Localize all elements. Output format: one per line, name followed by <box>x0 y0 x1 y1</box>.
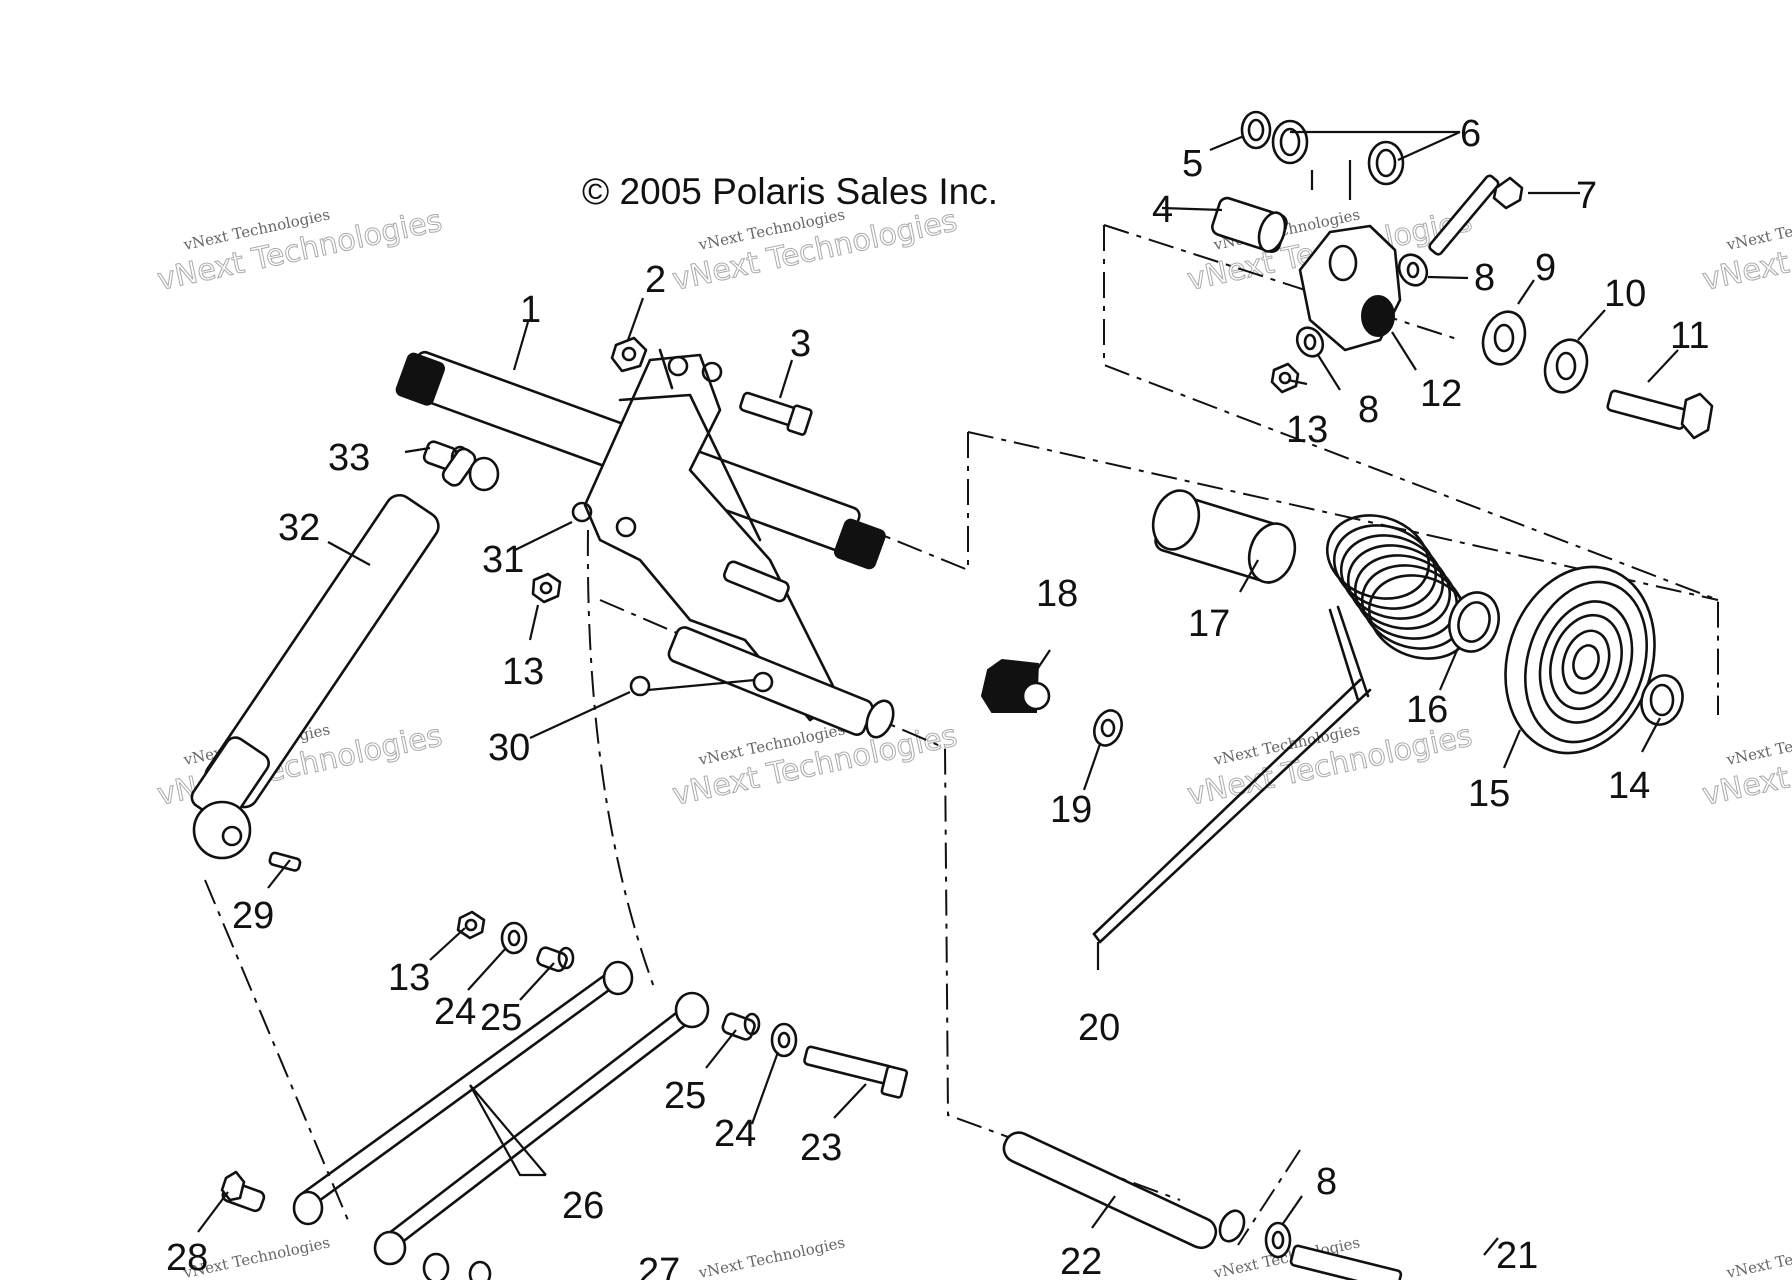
callout-5: 5 <box>1182 143 1203 185</box>
callout-28: 28 <box>166 1237 208 1279</box>
callout-25: 25 <box>480 997 522 1039</box>
part-7-bolt <box>1428 174 1524 256</box>
part-29-pin <box>268 851 302 872</box>
callout-14: 14 <box>1608 765 1650 807</box>
part-13-nut <box>1270 362 1300 394</box>
callout-23: 23 <box>800 1127 842 1169</box>
callout-29: 29 <box>232 895 274 937</box>
part-17-sleeve <box>1151 489 1297 584</box>
part-16-washer <box>1448 591 1500 653</box>
watermark-small: vNext Technologies <box>696 1233 846 1280</box>
watermark-small: vNext Technologies <box>1724 1233 1792 1280</box>
part-21-bolt <box>1289 1244 1403 1280</box>
callout-27: 27 <box>638 1251 680 1280</box>
part-14-bushing <box>1640 674 1684 726</box>
callout-4: 4 <box>1152 189 1173 231</box>
callout-26: 26 <box>562 1185 604 1227</box>
callout-16: 16 <box>1406 689 1448 731</box>
part-9-washer <box>1481 310 1527 366</box>
part-19-washer <box>1093 709 1123 747</box>
callout-13: 13 <box>1286 409 1328 451</box>
callout-30: 30 <box>488 727 530 769</box>
callout-31: 31 <box>482 539 524 581</box>
callout-32: 32 <box>278 507 320 549</box>
part-24-washer <box>500 921 798 1058</box>
part-2-nut <box>610 336 648 373</box>
part-30-fitting <box>629 675 756 697</box>
callout-20: 20 <box>1078 1007 1120 1049</box>
callout-7: 7 <box>1576 175 1597 217</box>
leader-lines <box>197 130 1679 1256</box>
callout-17: 17 <box>1188 603 1230 645</box>
callout-19: 19 <box>1050 789 1092 831</box>
callout-13: 13 <box>502 651 544 693</box>
part-27-bushings <box>422 1252 492 1280</box>
part-4-bushing <box>1211 196 1288 253</box>
callout-12: 12 <box>1420 373 1462 415</box>
callout-8: 8 <box>1316 1161 1337 1203</box>
part-31-bracket <box>571 348 895 739</box>
copyright-notice: © 2005 Polaris Sales Inc. <box>582 171 998 212</box>
part-6-bushings <box>1271 119 1405 200</box>
part-3-bolt <box>739 391 813 436</box>
callout-8: 8 <box>1474 257 1495 299</box>
callout-labels: 1 2 3 4 5 6 7 8 8 8 9 10 11 12 13 13 13 … <box>166 113 1709 1280</box>
part-11-bolt <box>1606 389 1714 440</box>
callout-13: 13 <box>388 957 430 999</box>
callout-10: 10 <box>1604 273 1646 315</box>
part-13-nut <box>531 572 562 604</box>
callout-22: 22 <box>1060 1241 1102 1280</box>
callout-21: 21 <box>1496 1235 1538 1277</box>
part-13-nut <box>456 910 486 940</box>
callout-33: 33 <box>328 437 370 479</box>
part-23-bolt <box>803 1045 909 1099</box>
watermark-big: vNext Technologies <box>1699 203 1792 298</box>
callout-8: 8 <box>1358 389 1379 431</box>
callout-3: 3 <box>790 323 811 365</box>
part-26-links <box>292 960 710 1266</box>
callout-1: 1 <box>520 289 541 331</box>
callout-6: 6 <box>1460 113 1481 155</box>
callout-15: 15 <box>1468 773 1510 815</box>
callout-11: 11 <box>1670 315 1709 357</box>
part-12-arm <box>1298 224 1402 352</box>
callout-18: 18 <box>1036 573 1078 615</box>
part-22-sleeve <box>1002 1131 1246 1250</box>
part-10-washer <box>1543 338 1589 394</box>
callout-24: 24 <box>714 1113 756 1155</box>
part-25-bushing <box>536 946 761 1041</box>
part-20-spring-arm <box>1092 605 1372 944</box>
part-18-slider <box>980 658 1051 713</box>
callout-24: 24 <box>434 991 476 1033</box>
callout-9: 9 <box>1535 247 1556 289</box>
part-5-washer <box>1240 110 1272 150</box>
part-32-shock <box>190 447 500 860</box>
callout-2: 2 <box>645 259 666 301</box>
callout-25: 25 <box>664 1075 706 1117</box>
watermark-big: vNext Technologies <box>1699 718 1792 813</box>
part-8-washers <box>1264 253 1429 1259</box>
